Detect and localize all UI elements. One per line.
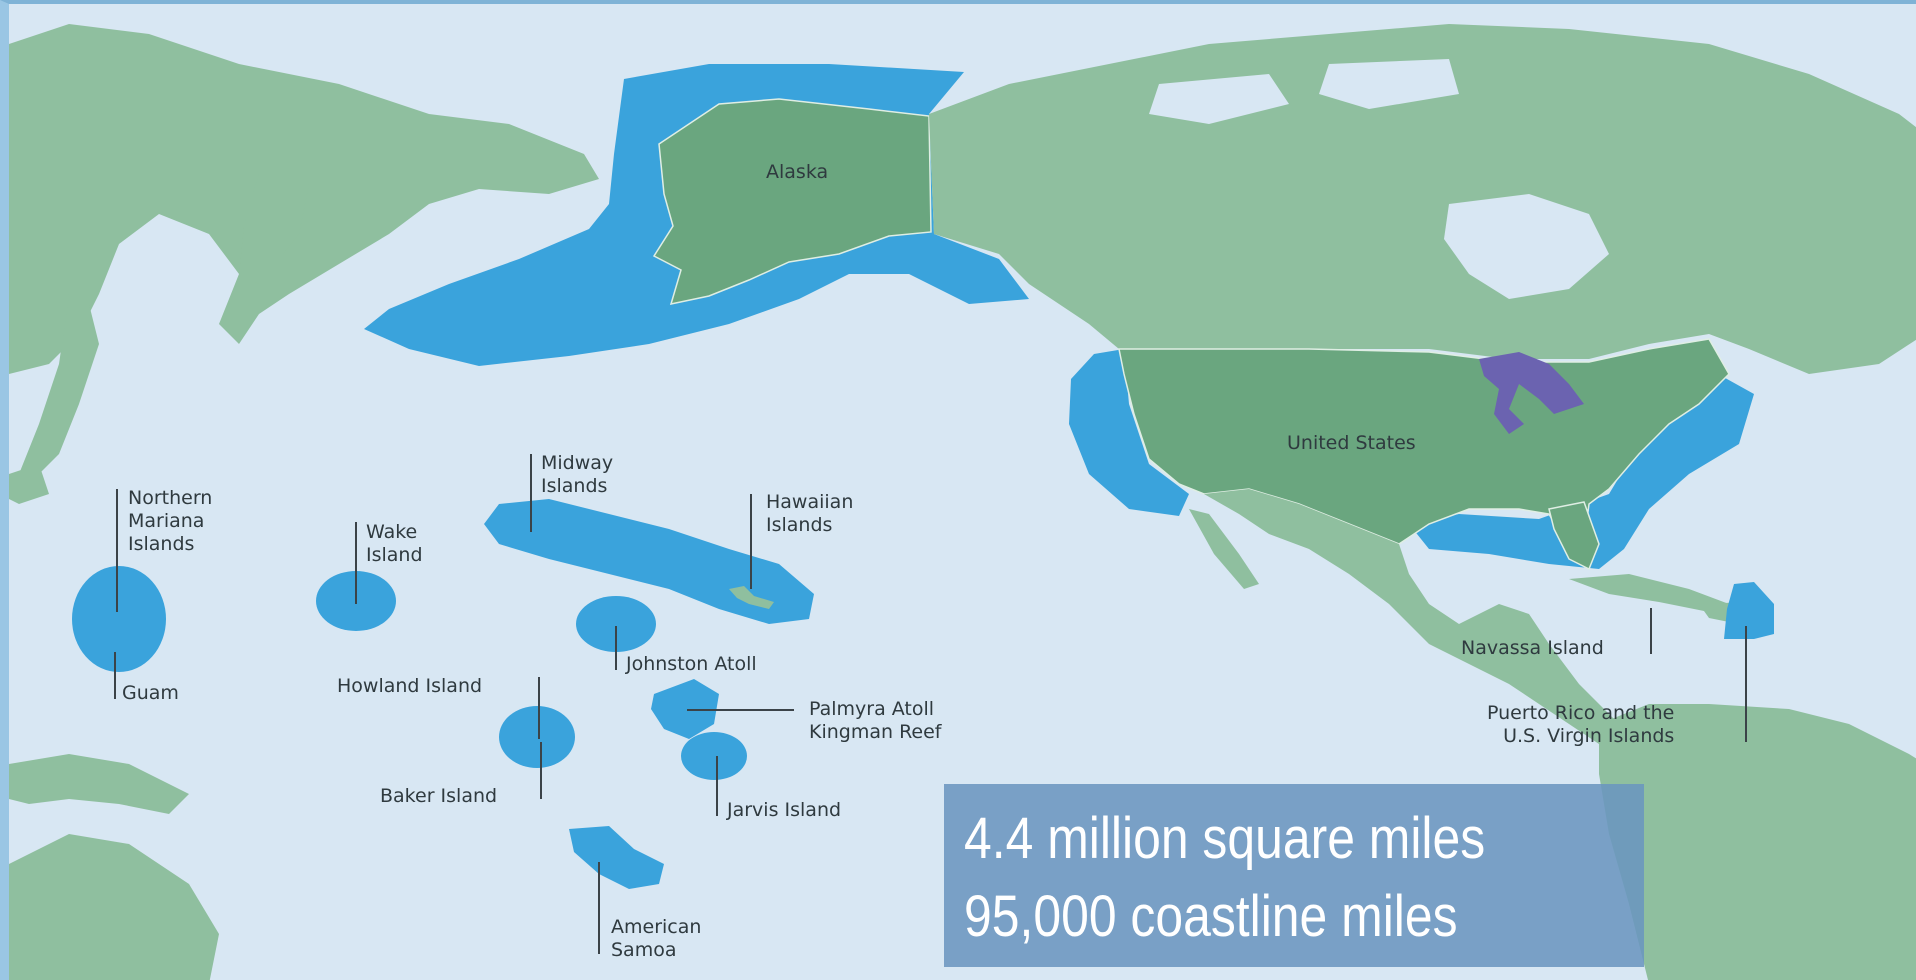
mariana-guam-eez <box>72 566 166 672</box>
leader-lines <box>114 454 1747 954</box>
label-midway: Midway Islands <box>541 452 614 497</box>
arctic-gap-2 <box>1319 59 1459 109</box>
label-hawaiian: Hawaiian Islands <box>766 491 854 536</box>
label-guam: Guam <box>122 682 179 704</box>
label-johnston: Johnston Atoll <box>626 653 757 675</box>
label-navassa: Navassa Island <box>1461 637 1604 659</box>
hawaii-islands <box>729 586 774 609</box>
puerto-rico-eez <box>1724 582 1774 639</box>
howland-baker-eez <box>499 706 575 768</box>
label-united-states: United States <box>1287 432 1416 454</box>
label-baker: Baker Island <box>380 785 498 807</box>
kamchatka-land <box>239 174 309 284</box>
florida-land <box>1548 501 1600 571</box>
south-america-land <box>1599 704 1916 980</box>
palmyra-eez <box>651 679 719 739</box>
arctic-gap-1 <box>1149 74 1289 124</box>
label-howland: Howland Island <box>337 675 483 697</box>
australia-land <box>9 834 219 980</box>
us-west-eez <box>1069 349 1189 516</box>
stat-coastline: 95,000 coastline miles <box>964 884 1458 949</box>
label-palmyra: Palmyra Atoll Kingman Reef <box>809 698 942 743</box>
baja-land <box>1189 509 1259 589</box>
alaska-land-top <box>652 98 932 305</box>
japan-south-land <box>9 464 49 504</box>
samoa-eez <box>569 826 664 889</box>
great-lakes <box>1479 352 1584 434</box>
jarvis-eez <box>681 732 747 780</box>
label-jarvis: Jarvis Island <box>727 799 842 821</box>
stat-area: 4.4 million square miles <box>964 806 1486 871</box>
label-wake: Wake Island <box>366 521 423 566</box>
mexico-land <box>1204 489 1619 744</box>
johnston-eez <box>576 596 656 652</box>
label-puerto-rico: Puerto Rico and the U.S. Virgin Islands <box>1487 702 1675 747</box>
hawaii-eez <box>484 499 814 624</box>
png-land <box>9 754 189 814</box>
japan-land <box>19 294 99 484</box>
stats-box: 4.4 million square miles 95,000 coastlin… <box>944 784 1644 967</box>
label-american-samoa: American Samoa <box>611 916 702 961</box>
hudson-bay <box>1444 194 1609 299</box>
label-alaska: Alaska <box>766 161 829 183</box>
label-northern-mariana: Northern Mariana Islands <box>128 487 213 555</box>
map-graphic <box>9 24 1916 980</box>
cuba-land <box>1569 574 1729 612</box>
